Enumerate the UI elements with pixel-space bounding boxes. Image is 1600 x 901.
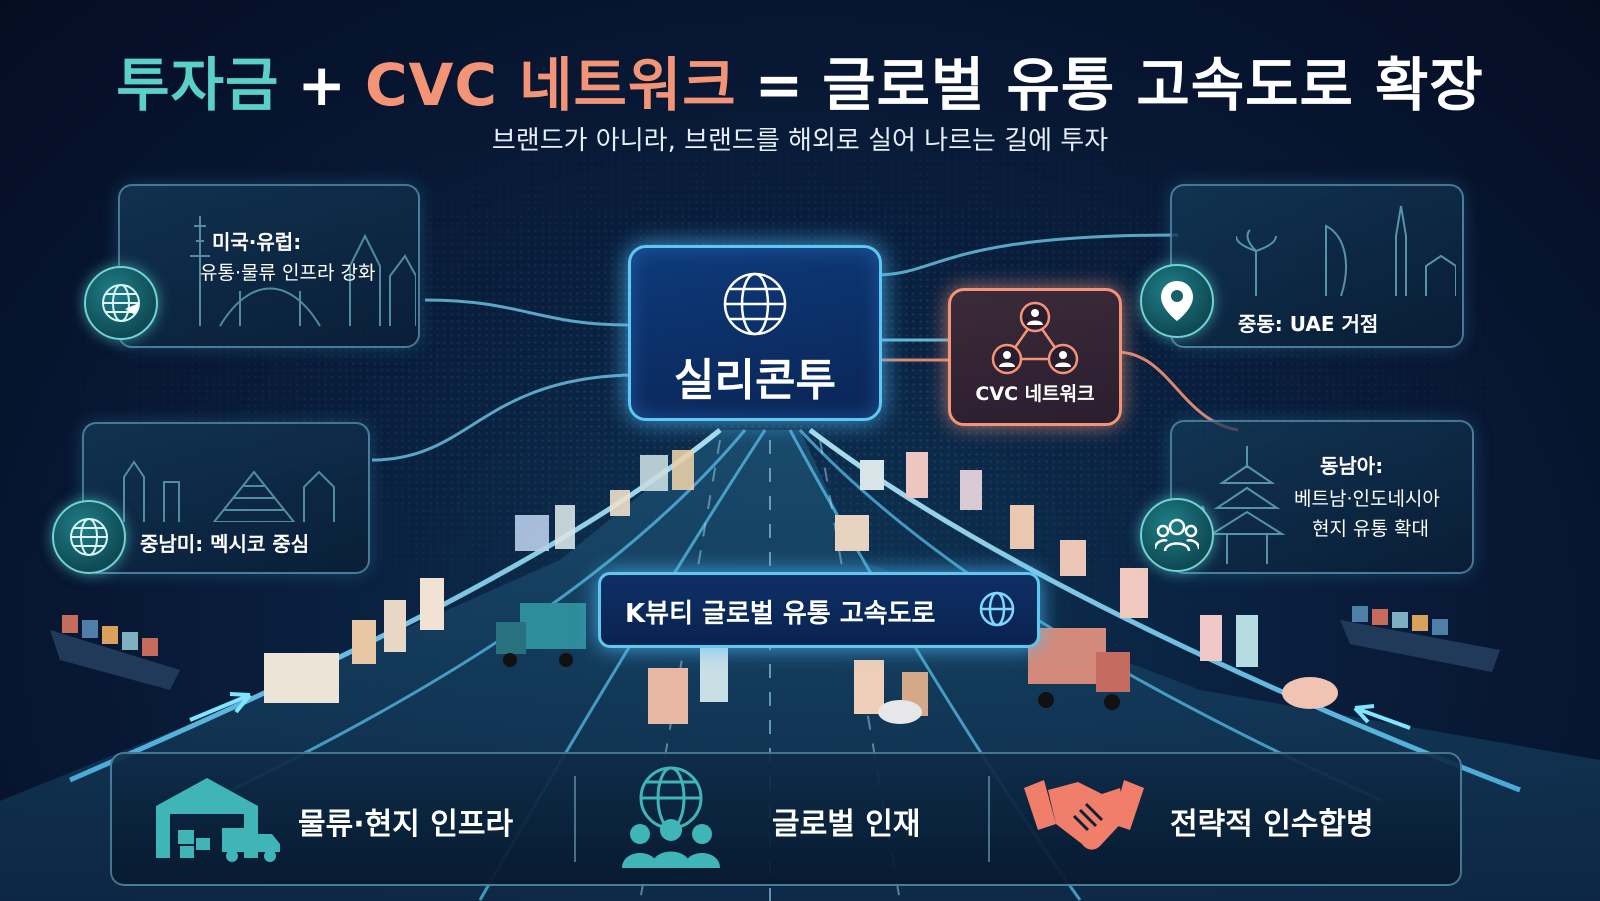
handshake-icon (1024, 780, 1144, 850)
title-cvc: CVC 네트워크 (364, 51, 737, 119)
divider (988, 776, 990, 862)
region-card-middle-east: 중동: UAE 거점 (1170, 184, 1464, 348)
latam-skyline-icon (123, 460, 335, 522)
region-sea-line1: 베트남·인도네시아 (1294, 488, 1440, 510)
title-investment: 투자금 (116, 51, 280, 119)
middle-east-skyline-icon (1236, 205, 1456, 296)
area-logistics-label: 물류·현지 인프라 (298, 807, 514, 842)
banner-text: K뷰티 글로벌 유통 고속도로 (625, 599, 936, 629)
region-us-eu-desc: 유통·물류 인프라 강화 (200, 262, 376, 284)
globe-icon (723, 272, 787, 336)
region-card-us-eu: 미국·유럽: 유통·물류 인프라 강화 (118, 184, 420, 348)
globe-plane-icon (84, 266, 158, 340)
cvc-network-box: CVC 네트워크 (948, 288, 1122, 426)
warehouse-truck-icon (156, 778, 280, 862)
region-latam-title: 중남미: 멕시코 중심 (140, 532, 310, 556)
people-group-icon (1140, 498, 1214, 572)
truck-coral (1028, 628, 1130, 710)
area-mna-label: 전략적 인수합병 (1170, 807, 1374, 842)
globe-icon (52, 500, 126, 574)
hub-name: 실리콘투 (674, 355, 836, 406)
divider (574, 776, 576, 862)
cvc-network-label: CVC 네트워크 (975, 383, 1095, 405)
region-card-latam: 중남미: 멕시코 중심 (82, 422, 370, 574)
network-nodes-icon (991, 301, 1079, 375)
globe-arrow-icon (979, 591, 1015, 627)
region-sea-title: 동남아: (1320, 454, 1384, 478)
location-pin-icon (1140, 264, 1214, 338)
truck-teal (496, 603, 586, 667)
us-eu-skyline-icon (190, 216, 416, 327)
cargo-ship-left (50, 615, 180, 690)
investment-areas-bar: 물류·현지 인프라 글로벌 인재 전략적 인수합병 (110, 752, 1462, 886)
subtitle: 브랜드가 아니라, 브랜드를 해외로 실어 나르는 길에 투자 (491, 126, 1109, 156)
silicon2-hub: 실리콘투 (628, 245, 882, 421)
region-sea-line2: 현지 유통 확대 (1312, 518, 1429, 540)
title-plus: + (297, 51, 347, 119)
page-title: 투자금+CVC 네트워크=글로벌 유통 고속도로 확장 (0, 38, 1600, 122)
area-talent-label: 글로벌 인재 (772, 807, 921, 842)
region-middle-east-title: 중동: UAE 거점 (1238, 312, 1379, 336)
title-equals: = (754, 51, 805, 119)
region-card-sea: 동남아: 베트남·인도네시아 현지 유통 확대 (1170, 420, 1474, 574)
global-people-icon (622, 766, 720, 868)
title-expansion: 글로벌 유통 고속도로 확장 (822, 51, 1484, 119)
cargo-ship-right (1340, 606, 1500, 672)
region-us-eu-title: 미국·유럽: (212, 230, 302, 254)
k-beauty-highway-banner: K뷰티 글로벌 유통 고속도로 (598, 572, 1040, 648)
cosmetic-products (264, 450, 1338, 724)
